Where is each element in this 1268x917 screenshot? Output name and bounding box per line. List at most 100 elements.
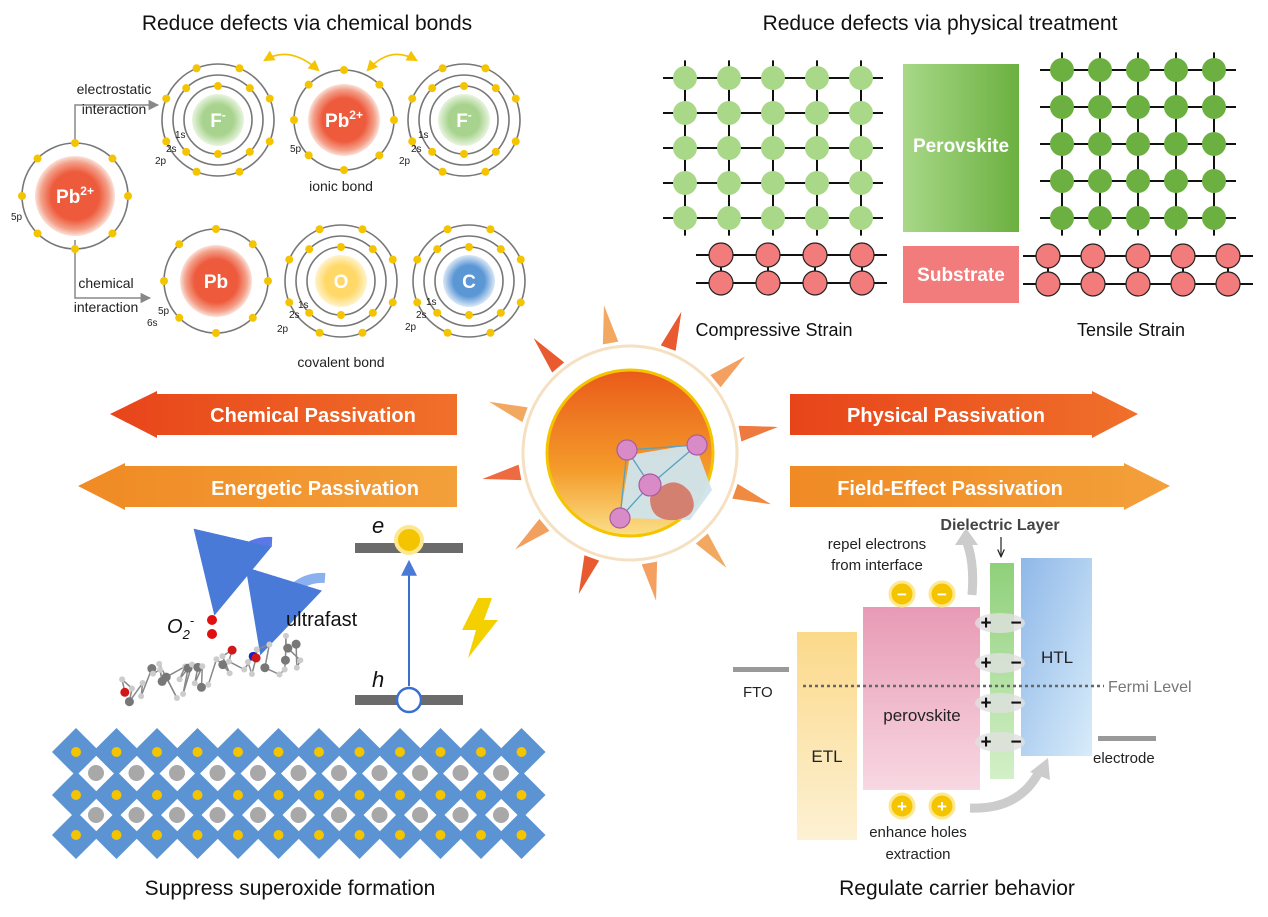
a-site-atom xyxy=(331,807,347,823)
electron xyxy=(368,308,377,317)
lattice-atom xyxy=(1164,95,1188,119)
repel-label-1: repel electrons xyxy=(828,536,926,553)
passivator-molecule xyxy=(119,632,304,707)
molecular-atom xyxy=(280,655,290,665)
atom-symbol: Pb2+ xyxy=(325,108,363,132)
lattice-atom xyxy=(761,171,785,195)
label-interaction: interaction xyxy=(82,101,147,117)
dipole-plus: + xyxy=(980,732,991,753)
electron xyxy=(18,192,26,200)
molecular-atom xyxy=(276,671,283,678)
molecular-atom xyxy=(248,671,255,678)
b-site-atom xyxy=(233,747,243,757)
electron xyxy=(33,154,42,163)
label-electrostatic: electrostatic xyxy=(77,81,152,97)
electron xyxy=(162,94,171,103)
lattice-atom xyxy=(1170,243,1196,269)
connector-arrow xyxy=(74,240,152,304)
molecular-atom xyxy=(199,663,206,670)
dipole-ellipse xyxy=(975,732,1025,752)
perovskite-block xyxy=(903,64,1019,232)
lattice-atom xyxy=(1050,95,1074,119)
lattice-atom xyxy=(1088,95,1112,119)
nucleus xyxy=(315,255,367,307)
carrier-panel: Dielectric Layer repel electrons from in… xyxy=(733,517,1192,863)
b-site-atom xyxy=(435,790,446,800)
energetic-passivation-arrow xyxy=(78,463,457,510)
electron xyxy=(108,229,117,238)
lattice-atom xyxy=(1202,95,1226,119)
lattice-atom xyxy=(1050,58,1074,82)
lattice-atom xyxy=(805,136,829,160)
lattice-atom xyxy=(1125,243,1151,269)
molecular-atom xyxy=(244,658,251,665)
defect-region xyxy=(650,482,694,521)
electron xyxy=(388,298,397,307)
orbital-label: 2s xyxy=(411,144,422,155)
label-tensile-strain: Tensile Strain xyxy=(1077,320,1185,340)
electron xyxy=(368,245,377,254)
physical-passivation-label: Physical Passivation xyxy=(847,405,1045,427)
electron xyxy=(481,64,490,73)
physical-panel: Perovskite Substrate Compressive Strain … xyxy=(663,52,1253,340)
b-site-atom xyxy=(273,747,284,757)
atom-symbol: F- xyxy=(456,108,472,132)
dipole-plus: + xyxy=(980,653,991,674)
b-site-atom xyxy=(314,830,324,840)
electron xyxy=(265,137,274,146)
atom-symbol: Pb2+ xyxy=(56,184,94,208)
b-site-atom xyxy=(152,747,162,757)
molecular-bond xyxy=(207,659,218,686)
electron xyxy=(413,255,422,264)
b-site-atom xyxy=(354,790,365,800)
electron xyxy=(248,313,257,322)
b-site-atom xyxy=(516,747,527,757)
a-site-atom xyxy=(290,765,307,781)
lattice-atom xyxy=(802,242,828,268)
electron xyxy=(285,255,294,264)
molecular-atom xyxy=(191,680,198,687)
electron xyxy=(375,151,384,160)
a-site-atom xyxy=(371,807,388,823)
b-site-atom xyxy=(71,790,81,800)
lattice-atom xyxy=(673,171,697,195)
a-site-atom xyxy=(169,807,185,823)
electron-transfer-arrow xyxy=(193,528,273,616)
electron-shell xyxy=(412,224,526,338)
a-site-atom xyxy=(371,765,388,781)
enhance-label-1: enhance holes xyxy=(869,824,967,841)
lattice-atom xyxy=(1080,271,1106,297)
physical-passivation-arrow xyxy=(790,391,1138,438)
lattice-atom xyxy=(1126,58,1150,82)
molecular-atom xyxy=(253,646,260,653)
electron xyxy=(433,245,442,254)
electron-shell xyxy=(295,235,387,327)
lattice-atom xyxy=(673,206,697,230)
a-site-atom xyxy=(88,807,104,823)
lattice-atom xyxy=(755,242,781,268)
atom-symbol: C xyxy=(462,272,476,293)
lattice-atom xyxy=(717,136,741,160)
sun-ray xyxy=(578,555,600,594)
oxygen-atom xyxy=(207,629,217,639)
nucleus xyxy=(35,156,115,236)
enhance-label-2: extraction xyxy=(885,846,950,863)
b-site-atom xyxy=(152,830,162,840)
molecular-atom xyxy=(219,653,226,660)
molecular-atom xyxy=(251,653,261,663)
electron xyxy=(465,243,473,251)
htl-layer xyxy=(1021,558,1092,756)
sun-ray xyxy=(695,533,727,568)
passivation-arrows: Chemical Passivation Energetic Passivati… xyxy=(78,391,1170,510)
lattice-atom xyxy=(1088,169,1112,193)
a-site-atom xyxy=(88,765,104,781)
a-site-atom xyxy=(493,765,509,781)
molecular-atom xyxy=(120,687,130,697)
electron xyxy=(358,225,367,234)
b-site-atom xyxy=(111,830,122,840)
lattice-atom xyxy=(1164,206,1188,230)
chemical-passivation-arrow xyxy=(110,391,457,438)
molecular-atom xyxy=(205,681,212,688)
